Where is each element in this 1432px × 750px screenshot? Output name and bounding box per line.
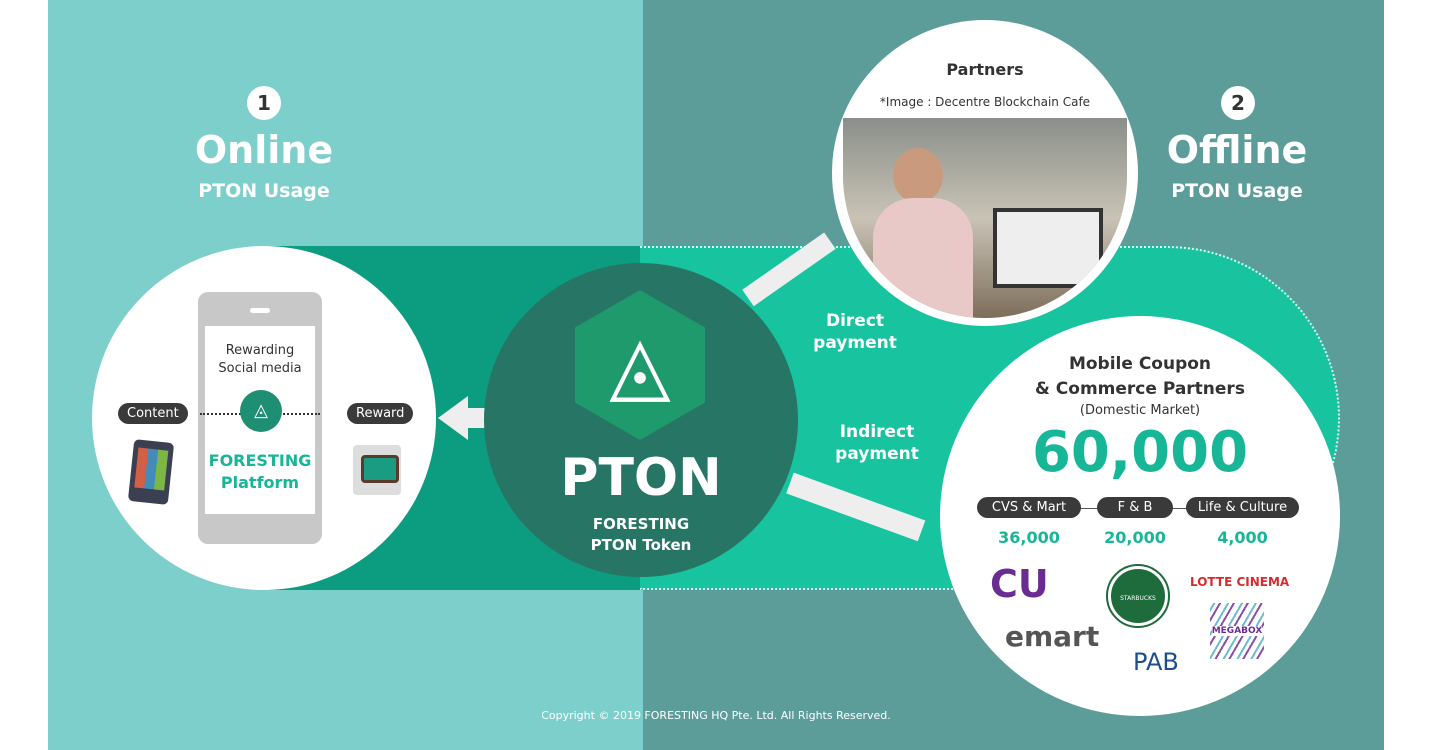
copyright: Copyright © 2019 FORESTING HQ Pte. Ltd. … — [541, 709, 891, 722]
online-title: Online — [194, 128, 334, 172]
content-pill: Content — [118, 403, 188, 424]
emart-logo: emart — [1005, 620, 1100, 653]
direct-payment-line1: Direct — [825, 311, 885, 331]
pab-logo: PAB — [1133, 648, 1179, 676]
megabox-text: MEGABOX — [1211, 626, 1263, 636]
platform-line2: Social media — [218, 361, 302, 376]
category-pill-cvs: CVS & Mart — [977, 497, 1081, 518]
category-value-fb: 20,000 — [1104, 528, 1166, 547]
platform-brand-sub: Platform — [220, 473, 300, 492]
content-phone-icon — [127, 439, 175, 505]
reward-pill: Reward — [347, 403, 414, 424]
category-value-life: 4,000 — [1217, 528, 1268, 547]
category-pill-fb: F & B — [1097, 497, 1173, 518]
step-number-1: 1 — [247, 86, 281, 120]
coupon-total: 60,000 — [1031, 420, 1249, 485]
token-line2: PTON Token — [590, 536, 692, 554]
token-name: PTON — [560, 448, 722, 508]
platform-line1: Rewarding — [225, 343, 295, 358]
coupon-title-line2: & Commerce Partners — [1035, 379, 1245, 399]
phone-icon — [198, 292, 322, 544]
category-pill-life: Life & Culture — [1186, 497, 1299, 518]
partners-title: Partners — [946, 60, 1024, 79]
step-number-2: 2 — [1221, 86, 1255, 120]
cu-logo: CU — [990, 562, 1049, 606]
offline-title: Offline — [1166, 128, 1308, 172]
partners-caption: *Image : Decentre Blockchain Cafe — [879, 95, 1091, 109]
megabox-logo: MEGABOX — [1210, 603, 1264, 659]
lotte-cinema-logo: LOTTE CINEMA — [1190, 575, 1290, 589]
offline-subtitle: PTON Usage — [1171, 180, 1303, 202]
direct-payment-line2: payment — [813, 333, 897, 353]
indirect-payment-line2: payment — [835, 444, 919, 464]
category-value-cvs: 36,000 — [998, 528, 1060, 547]
wallet-icon — [353, 445, 401, 495]
arrow-left-icon — [438, 396, 468, 440]
indirect-payment-line1: Indirect — [839, 422, 915, 442]
token-line1: FORESTING — [592, 515, 690, 533]
platform-brand: FORESTING — [208, 451, 312, 470]
pton-logo-icon: ◬ — [575, 290, 705, 440]
cafe-photo — [843, 118, 1127, 318]
coupon-title-line1: Mobile Coupon — [1068, 354, 1212, 374]
online-subtitle: PTON Usage — [198, 180, 330, 202]
starbucks-logo: STARBUCKS COFFEE — [1106, 564, 1170, 628]
foresting-logo-icon: ◬ — [240, 390, 282, 432]
coupon-market: (Domestic Market) — [1079, 403, 1201, 418]
